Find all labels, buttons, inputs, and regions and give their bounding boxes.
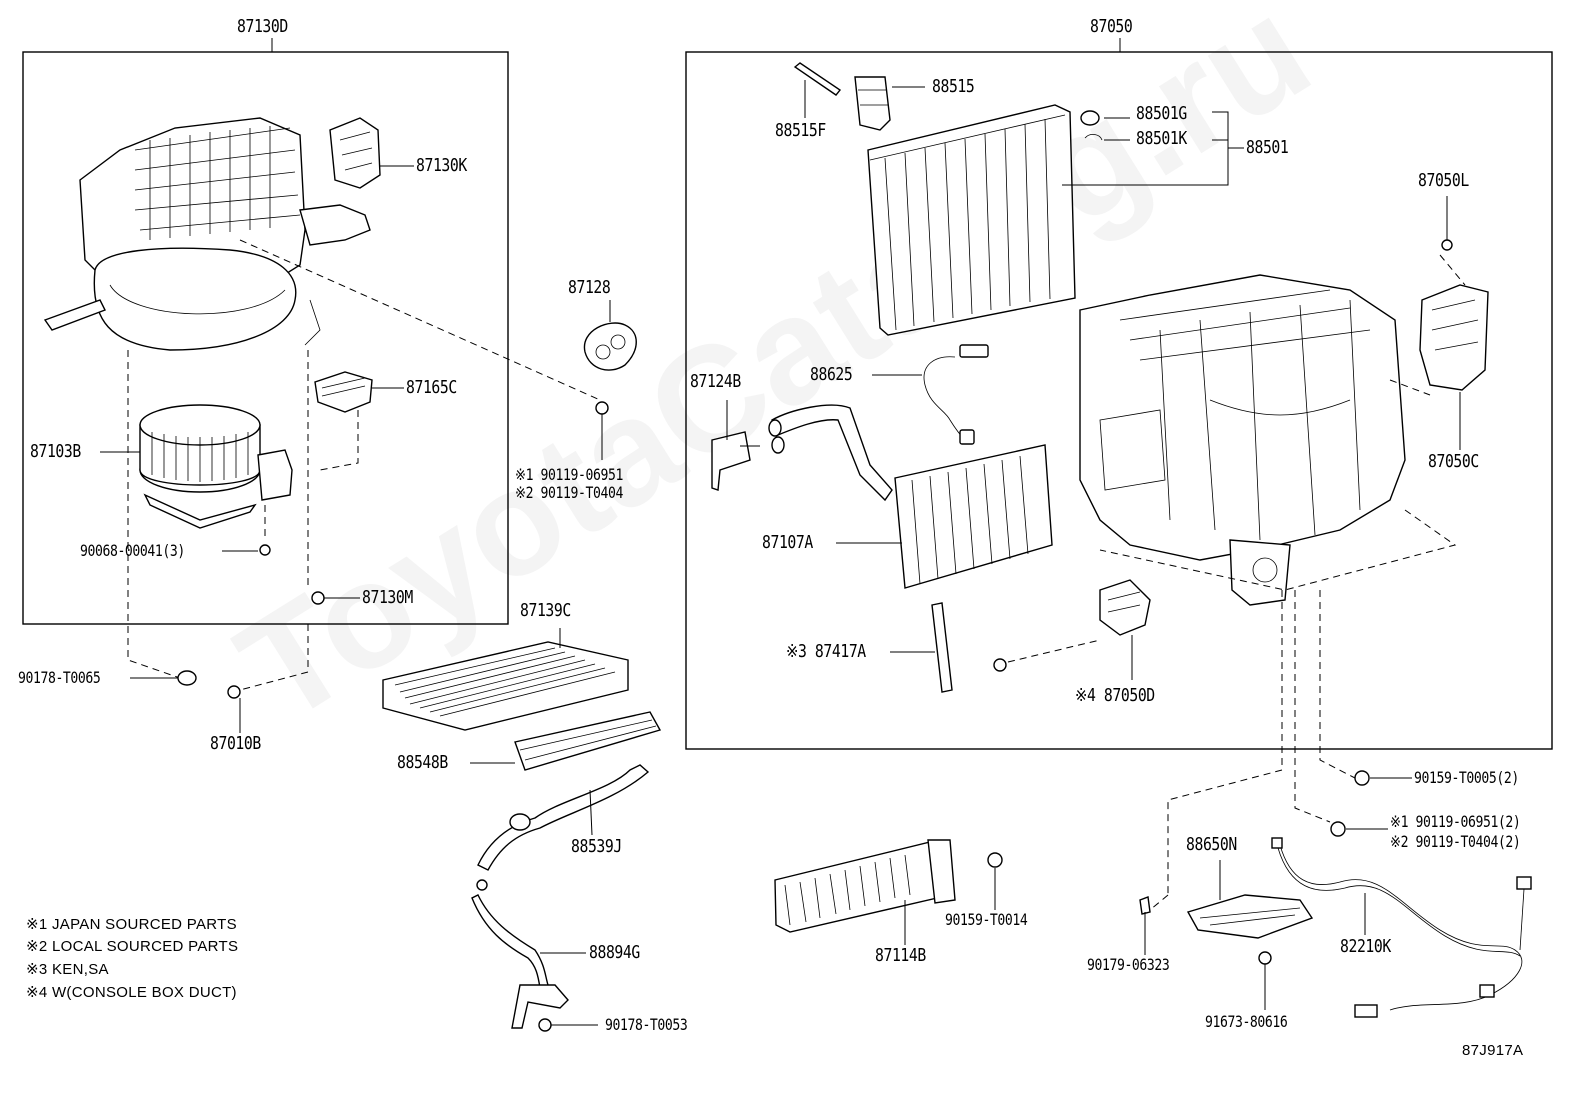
module-88650N-drawing — [1139, 860, 1314, 1010]
label-90119-06951-2: ※1 90119-06951(2) — [1390, 812, 1521, 831]
thermistor-88625-drawing — [872, 344, 989, 445]
seal-88548B-drawing — [470, 711, 662, 771]
label-90119-T0404-2: ※2 90119-T0404(2) — [1390, 832, 1521, 851]
blower-housing-drawing — [43, 117, 371, 351]
grommet-87128-drawing — [583, 300, 637, 460]
label-87130K: 87130K — [416, 155, 467, 176]
heater-core-87107A-drawing — [768, 404, 1053, 589]
group-box-87130D — [22, 51, 509, 625]
fastener-90119-lower-drawing — [1330, 821, 1388, 837]
label-87114B: 87114B — [875, 945, 926, 966]
label-87050D: ※4 87050D — [1075, 685, 1155, 706]
label-88515F: 88515F — [775, 120, 826, 141]
blower-motor-87103B-drawing — [100, 404, 293, 556]
clamp-87124B-drawing — [711, 400, 760, 491]
label-88894G: 88894G — [589, 942, 640, 963]
label-88501G: 88501G — [1136, 103, 1187, 124]
label-87050C: 87050C — [1428, 451, 1479, 472]
label-91673-80616: 91673-80616 — [1205, 1012, 1288, 1031]
label-87124B: 87124B — [690, 371, 741, 392]
label-87130M: 87130M — [362, 587, 413, 608]
drain-hose-drawing — [471, 764, 650, 1032]
label-90178-T0065: 90178-T0065 — [18, 668, 101, 687]
evaporator-88501-drawing — [867, 104, 1244, 336]
label-87010B: 87010B — [210, 733, 261, 754]
label-88515: 88515 — [932, 76, 975, 97]
screw-87130M-drawing — [307, 350, 360, 605]
label-90119-T0404: ※2 90119-T0404 — [515, 483, 623, 502]
ptc-heater-87114B-drawing — [774, 839, 1003, 945]
label-87128: 87128 — [568, 277, 611, 298]
label-88548B: 88548B — [397, 752, 448, 773]
label-87417A: ※3 87417A — [786, 641, 866, 662]
resistor-87165C-drawing — [314, 371, 404, 471]
label-87103B: 87103B — [30, 441, 81, 462]
seal-87417A-drawing — [890, 602, 953, 693]
label-90159-T0014: 90159-T0014 — [945, 910, 1028, 929]
label-87050L: 87050L — [1418, 170, 1469, 191]
fastener-90159-T0005-drawing — [1354, 770, 1412, 786]
label-90068-00041: 90068-00041(3) — [80, 541, 185, 560]
label-88501K: 88501K — [1136, 128, 1187, 149]
label-90178-T0053: 90178-T0053 — [605, 1015, 688, 1034]
label-88625: 88625 — [810, 364, 853, 385]
label-87050: 87050 — [1090, 16, 1133, 37]
label-90159-T0005: 90159-T0005(2) — [1414, 768, 1519, 787]
actuator-87050D-drawing — [993, 579, 1151, 680]
air-filter-87139C-drawing — [382, 628, 629, 731]
hvac-case-drawing — [1079, 274, 1406, 606]
note-2: ※2 LOCAL SOURCED PARTS — [26, 938, 239, 955]
group-box-87050 — [685, 51, 1553, 750]
note-1: ※1 JAPAN SOURCED PARTS — [26, 916, 237, 933]
figure-code: 87J917A — [1462, 1042, 1524, 1059]
wire-harness-82210K-drawing — [1271, 837, 1532, 1018]
note-3: ※3 KEN,SA — [26, 961, 109, 978]
label-88539J: 88539J — [571, 836, 622, 857]
label-87130D: 87130D — [237, 16, 288, 37]
label-87165C: 87165C — [406, 377, 457, 398]
label-88501: 88501 — [1246, 137, 1289, 158]
actuator-87130K-drawing — [329, 117, 414, 189]
label-87107A: 87107A — [762, 532, 813, 553]
expansion-valve-88515-drawing — [793, 62, 925, 131]
note-4: ※4 W(CONSOLE BOX DUCT) — [26, 984, 237, 1001]
actuator-87050C-drawing — [1419, 196, 1489, 450]
label-88650N: 88650N — [1186, 834, 1237, 855]
label-82210K: 82210K — [1340, 936, 1391, 957]
label-90119-06951: ※1 90119-06951 — [515, 465, 623, 484]
label-90179-06323: 90179-06323 — [1087, 955, 1170, 974]
label-87139C: 87139C — [520, 600, 571, 621]
